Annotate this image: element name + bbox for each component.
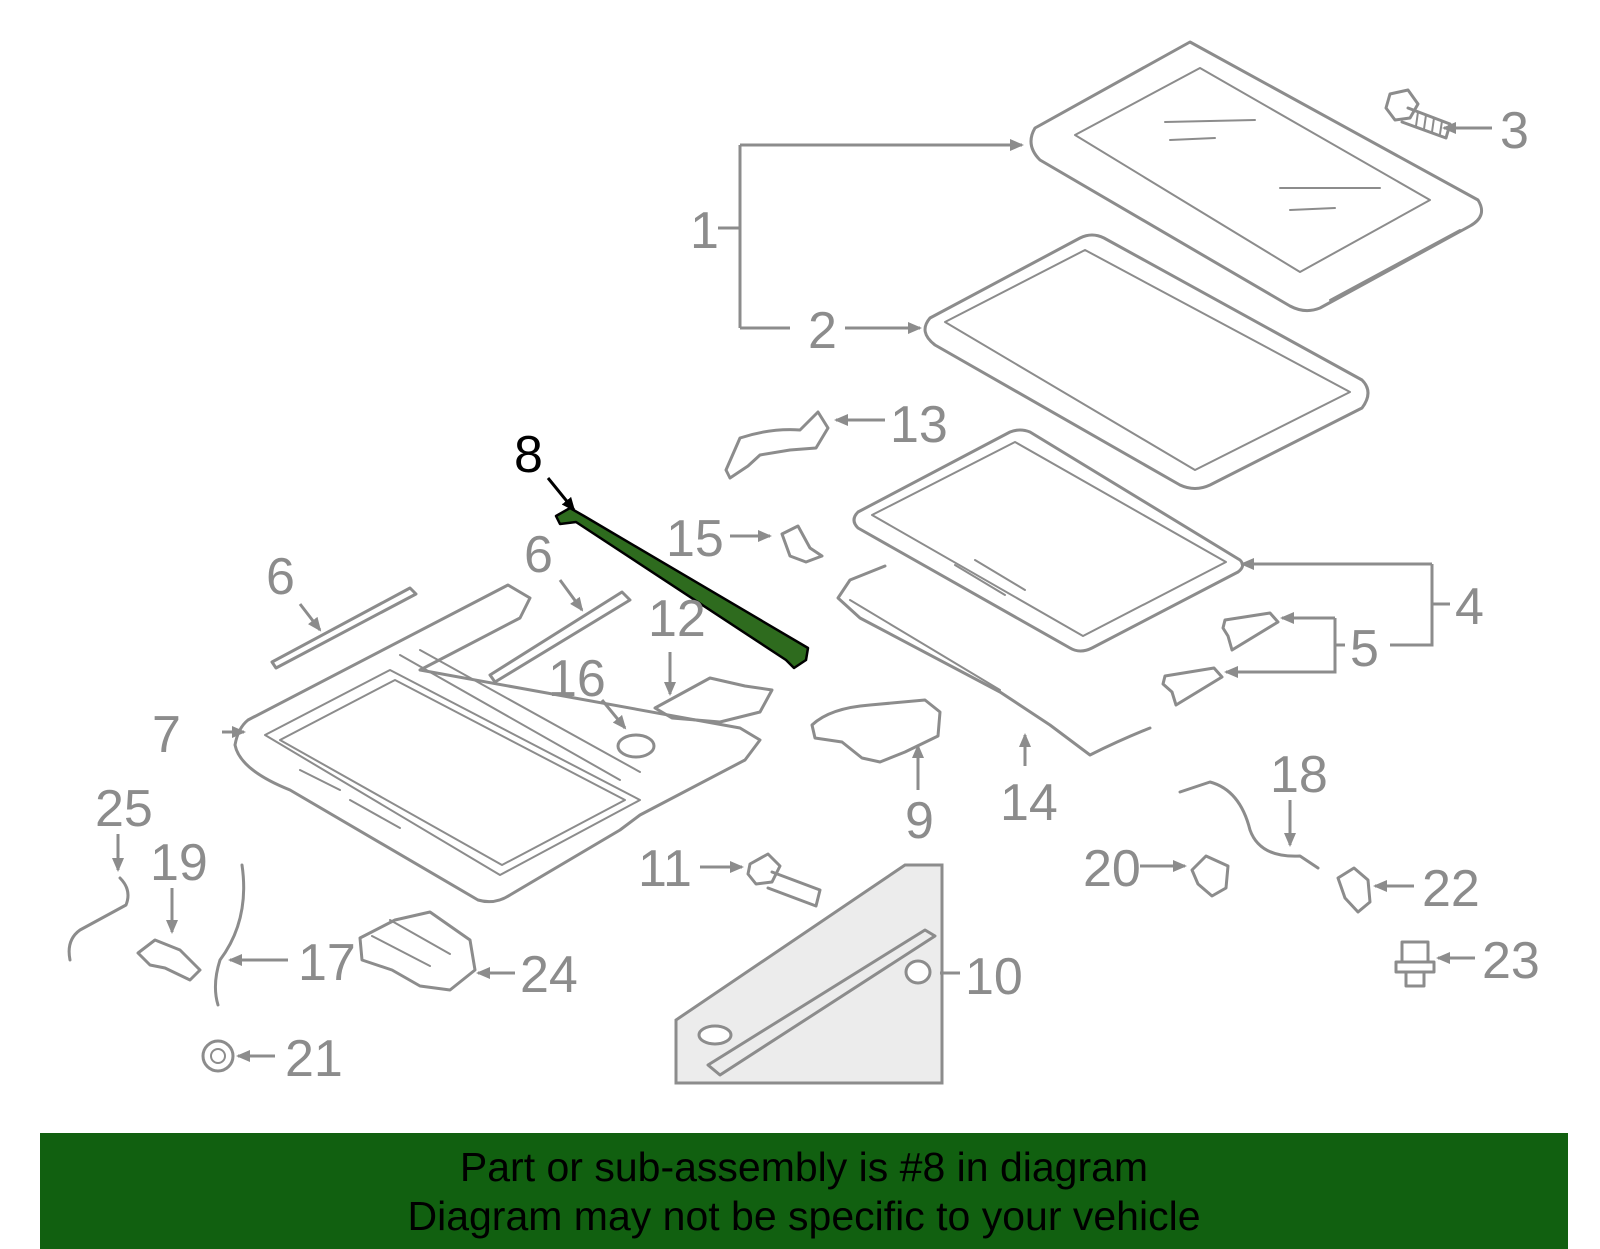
part-10-inset — [674, 863, 944, 1085]
part-18-hose — [1178, 780, 1320, 870]
part-16-cap — [616, 733, 656, 759]
part-14-channel — [836, 564, 1152, 757]
callout-20: 20 — [1083, 840, 1141, 898]
part-13-harness — [724, 410, 830, 480]
callout-21: 21 — [285, 1030, 343, 1088]
callout-6b: 6 — [524, 526, 553, 584]
callout-10: 10 — [965, 948, 1023, 1006]
part-6-rails — [270, 586, 632, 684]
callout-12: 12 — [648, 590, 706, 648]
part-5-guides — [1161, 611, 1280, 707]
info-banner: Part or sub-assembly is #8 in diagram Di… — [40, 1133, 1568, 1249]
part-24-motor — [358, 910, 477, 992]
part-8-highlighted — [554, 506, 810, 670]
callout-17: 17 — [298, 934, 356, 992]
callout-6a: 6 — [266, 548, 295, 606]
callout-5: 5 — [1350, 620, 1379, 678]
leader-lines — [112, 122, 1492, 1062]
part-22-clip — [1336, 866, 1372, 914]
part-25-tube — [67, 876, 130, 962]
callout-8: 8 — [514, 426, 543, 484]
banner-line-1: Part or sub-assembly is #8 in diagram — [459, 1144, 1149, 1190]
banner-line-2: Diagram may not be specific to your vehi… — [407, 1193, 1201, 1239]
part-4-sunshade — [852, 428, 1245, 653]
part-11-bolt — [746, 852, 822, 908]
callout-9: 9 — [905, 792, 934, 850]
part-17-hose — [213, 863, 246, 1007]
callout-24: 24 — [520, 946, 578, 1004]
callout-3: 3 — [1500, 102, 1529, 160]
callout-2: 2 — [808, 302, 837, 360]
callout-13: 13 — [890, 396, 948, 454]
callout-23: 23 — [1482, 932, 1540, 990]
part-15-clip — [780, 524, 824, 564]
callout-25: 25 — [95, 780, 153, 838]
part-19-clip — [136, 938, 202, 982]
callout-14: 14 — [1000, 774, 1058, 832]
part-20-clip — [1190, 854, 1230, 898]
callout-18: 18 — [1270, 746, 1328, 804]
callout-22: 22 — [1422, 860, 1480, 918]
part-1-glass-panel — [1029, 40, 1484, 313]
callout-labels: 1 2 3 4 5 6 6 7 8 9 10 11 12 13 14 15 16… — [95, 102, 1540, 1088]
callout-16: 16 — [548, 650, 606, 708]
part-21-grommet — [201, 1039, 235, 1073]
part-2-seal — [923, 233, 1370, 490]
callout-7: 7 — [152, 706, 181, 764]
part-9-bracket — [810, 698, 942, 764]
callout-11: 11 — [638, 840, 692, 898]
callout-4: 4 — [1455, 578, 1484, 636]
part-3-bolt — [1384, 88, 1452, 140]
part-23-fastener — [1394, 940, 1436, 988]
callout-1: 1 — [690, 202, 719, 260]
callout-19: 19 — [150, 834, 208, 892]
part-12-bracket — [653, 676, 774, 724]
callout-15: 15 — [666, 510, 724, 568]
